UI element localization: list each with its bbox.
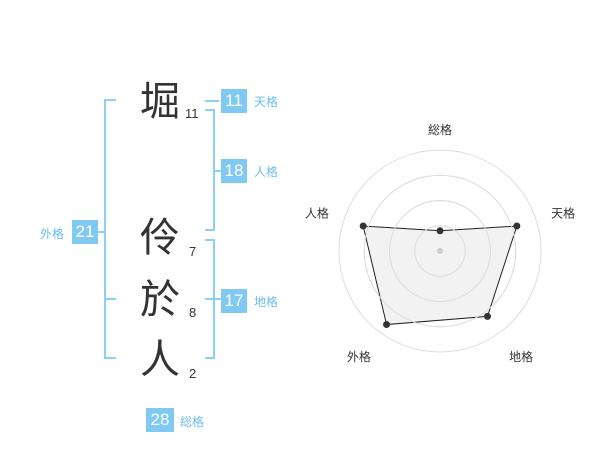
gaikaku-label: 外格 (40, 227, 65, 241)
radar-ring-overlay-3 (363, 174, 517, 328)
chikaku-connector (205, 298, 221, 300)
soukaku-label: 総格 (180, 415, 205, 429)
radar-ring-overlay-1 (414, 225, 466, 277)
jinkaku-label: 人格 (254, 165, 279, 179)
radar-point-1 (436, 227, 444, 235)
radar-axis-label-4: 外格 (347, 349, 371, 364)
radar-point-5 (359, 222, 367, 230)
name-char-3: 於 (140, 277, 180, 323)
chikaku-bracket-bottom (205, 357, 215, 359)
jinkaku-connector (213, 170, 221, 172)
radar-axis-label-2: 天格 (551, 206, 575, 221)
gaikaku-bracket-mid (104, 298, 116, 300)
stroke-count-3: 8 (189, 305, 197, 320)
name-char-4: 人 (140, 337, 180, 383)
radar-point-3 (483, 312, 491, 320)
chikaku-value: 17 (221, 289, 247, 313)
soukaku-value: 28 (146, 408, 174, 432)
gaikaku-bracket-side (104, 99, 106, 359)
chikaku-label: 地格 (254, 295, 279, 309)
gaikaku-bracket-bottom (104, 357, 116, 359)
radar-data-area (362, 225, 518, 326)
tenkaku-connector (205, 100, 219, 102)
radar-axis-label-3: 地格 (509, 349, 533, 364)
radar-axis-label-5: 人格 (305, 206, 329, 221)
jinkaku-value: 18 (221, 159, 247, 183)
gaikaku-value: 21 (72, 220, 98, 244)
name-char-1: 堀 (140, 79, 180, 125)
gaikaku-connector (98, 231, 106, 233)
chikaku-bracket-top (205, 239, 215, 241)
jinkaku-bracket-bottom (205, 229, 215, 231)
name-char-2: 伶 (140, 215, 180, 261)
radar-point-4 (383, 321, 391, 329)
jinkaku-bracket-top (205, 109, 215, 111)
radar-center-dot (437, 248, 443, 254)
radar-ring-overlay-2 (389, 200, 491, 302)
tenkaku-label: 天格 (254, 95, 279, 109)
stroke-count-1: 11 (185, 106, 199, 121)
radar-axis-label-1: 総格 (428, 122, 452, 137)
radar-point-2 (513, 222, 521, 230)
gaikaku-bracket-top (104, 99, 116, 101)
stroke-count-4: 2 (189, 366, 197, 381)
tenkaku-value: 11 (221, 89, 247, 113)
stroke-count-2: 7 (189, 244, 197, 259)
